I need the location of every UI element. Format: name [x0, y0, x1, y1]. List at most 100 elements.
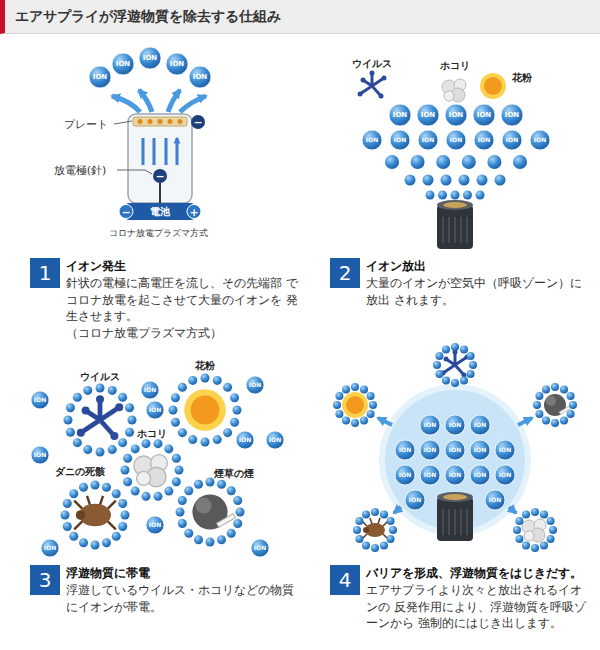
ion-ball [445, 440, 465, 460]
ion-dot [522, 510, 530, 518]
ion-dot [515, 517, 523, 525]
corona-discharge-unit [191, 115, 205, 129]
ion-label: ION [366, 137, 378, 143]
ion-dot [118, 522, 127, 531]
ion-dot [380, 542, 388, 550]
ion-dot [540, 510, 548, 518]
ion-ball [501, 104, 523, 126]
ion-label: ION [534, 137, 546, 143]
ion-dot [227, 486, 236, 495]
ion-dot [102, 538, 111, 547]
ion-label: ION [254, 545, 266, 551]
smoke-icon [192, 494, 235, 529]
part-label: 放電極(針) [54, 165, 107, 176]
ion-label: ION [409, 497, 421, 503]
ion-dot [178, 519, 187, 528]
ion-dot [178, 428, 187, 437]
ion-dot [217, 480, 226, 489]
ion-dot [462, 155, 476, 169]
particle-label: 花粉 [195, 361, 215, 371]
battery-label: 電池 [150, 207, 170, 217]
corona-discharge-unit [126, 203, 194, 220]
ion-label: ION [449, 472, 461, 478]
ion-ball [362, 130, 382, 150]
ion-label: ION [450, 137, 462, 143]
ion-dot [128, 416, 137, 425]
ion-dots [61, 374, 245, 550]
ion-dot [551, 383, 559, 391]
ion-label: ION [505, 112, 519, 119]
ion-label: ION [116, 61, 130, 68]
ion-ball [470, 440, 490, 460]
ion-dot [206, 538, 215, 547]
ion-dot [102, 483, 111, 492]
ion-label: ION [269, 437, 281, 443]
ion-dot [460, 345, 468, 353]
mite-icon [362, 518, 388, 539]
ion-dot [79, 483, 88, 492]
corona-discharge-unit [178, 119, 183, 124]
ion-label: ION [239, 437, 251, 443]
ion-dot [522, 542, 530, 550]
ion-dot [217, 535, 226, 544]
ion-dot [549, 526, 557, 534]
ion-label: ION [474, 447, 486, 453]
repel-arrows [509, 507, 516, 513]
ion-dot [542, 417, 550, 425]
ion-ball [41, 539, 59, 557]
ion-dot [227, 529, 236, 538]
ion-emission-arrows [112, 96, 140, 112]
ion-ball [166, 53, 188, 75]
ion-dot [451, 343, 459, 351]
ion-dot [487, 155, 501, 169]
ion-ball [495, 440, 515, 460]
ion-dot [542, 385, 550, 393]
ion-dot [387, 517, 395, 525]
ion-dot [184, 529, 193, 538]
ion-emission-arrows [139, 90, 152, 112]
pollen-icon [184, 389, 226, 431]
ion-dot [469, 361, 477, 369]
ion-dot [385, 155, 399, 169]
step-heading: イオン放出 [366, 258, 592, 275]
ion-label: ION [399, 472, 411, 478]
ion-dot [178, 496, 187, 505]
ion-ball [146, 516, 164, 534]
ion-ball [89, 66, 111, 88]
particle-label: ホコリ [137, 429, 167, 439]
ion-dot [176, 508, 185, 517]
ion-label: ION [44, 545, 56, 551]
corona-discharge-unit [133, 117, 187, 126]
ion-label: ION [170, 61, 184, 68]
corona-discharge-unit [148, 119, 153, 124]
ion-ball [470, 465, 490, 485]
step-number: 1 [30, 258, 60, 288]
ion-dot [73, 438, 82, 447]
ion-ball [495, 465, 515, 485]
ion-dots [333, 343, 577, 552]
ion-emission-arrows [180, 96, 206, 112]
ion-ball [502, 130, 522, 150]
ion-ball [389, 104, 411, 126]
ion-dot [333, 401, 341, 409]
ion-dot [83, 386, 92, 395]
ion-label: ION [489, 497, 501, 503]
step-heading: 浮遊物質に帯電 [66, 565, 300, 582]
corona-discharge-unit [119, 205, 133, 219]
ion-dot [467, 352, 475, 360]
method-label: コロナ放電プラズマ方式 [109, 229, 208, 238]
polarity-sign: − [155, 171, 164, 182]
ion-dot [175, 466, 184, 475]
ion-dot [131, 487, 140, 496]
ion-dot [515, 535, 523, 543]
ion-label: ION [393, 112, 407, 119]
ion-ball [418, 130, 438, 150]
ion-dot [154, 439, 163, 448]
particle-label: ダニの死骸 [55, 467, 105, 477]
ion-label: ION [499, 472, 511, 478]
ion-dot [367, 410, 375, 418]
ion-ball [445, 104, 467, 126]
